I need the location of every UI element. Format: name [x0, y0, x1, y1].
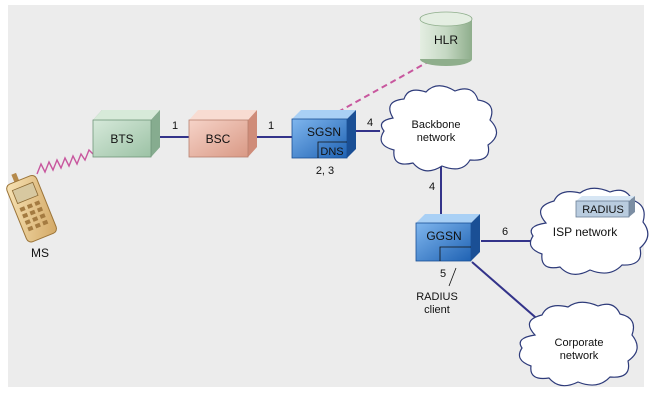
radius-client-pointer: [448, 267, 457, 287]
sgsn-steps-label: 2, 3: [316, 165, 334, 177]
sgsn-node: SGSN DNS: [291, 110, 356, 159]
link-label-backbone-ggsn: 4: [429, 181, 435, 193]
radius-server: RADIUS: [575, 196, 635, 218]
link-label-sgsn-backbone: 4: [367, 117, 373, 129]
bts-label: BTS: [110, 132, 133, 146]
corporate-label-line1: Corporate: [555, 337, 604, 349]
link-label-bsc-sgsn: 1: [268, 120, 274, 132]
corporate-label-line2: network: [560, 350, 599, 362]
backbone-cloud: Backbone network: [380, 85, 498, 172]
bsc-label: BSC: [206, 132, 231, 146]
corporate-cloud: Corporate network: [518, 301, 638, 387]
ms-label: MS: [31, 246, 49, 260]
radio-wave: [36, 148, 94, 175]
bts-node: BTS: [92, 110, 160, 158]
radius-client-label-line1: RADIUS: [416, 291, 458, 303]
ggsn-label: GGSN: [426, 229, 461, 243]
sgsn-label: SGSN: [307, 125, 341, 139]
isp-label: ISP network: [553, 225, 618, 239]
mobile-phone-icon: [6, 172, 57, 243]
backbone-label-line2: network: [417, 132, 456, 144]
link-label-ggsn-isp: 6: [502, 226, 508, 238]
radius-server-label: RADIUS: [582, 204, 624, 216]
hlr-database: HLR: [419, 11, 473, 66]
bsc-node: BSC: [188, 110, 257, 158]
radius-client-label-line2: client: [424, 304, 450, 316]
dns-label: DNS: [320, 146, 343, 158]
ggsn-node: GGSN: [415, 214, 480, 262]
link-label-bts-bsc: 1: [172, 120, 178, 132]
ggsn-step-label: 5: [440, 268, 446, 280]
hlr-label: HLR: [434, 33, 458, 47]
backbone-label-line1: Backbone: [412, 119, 461, 131]
link-sgsn-hlr: [337, 57, 436, 113]
